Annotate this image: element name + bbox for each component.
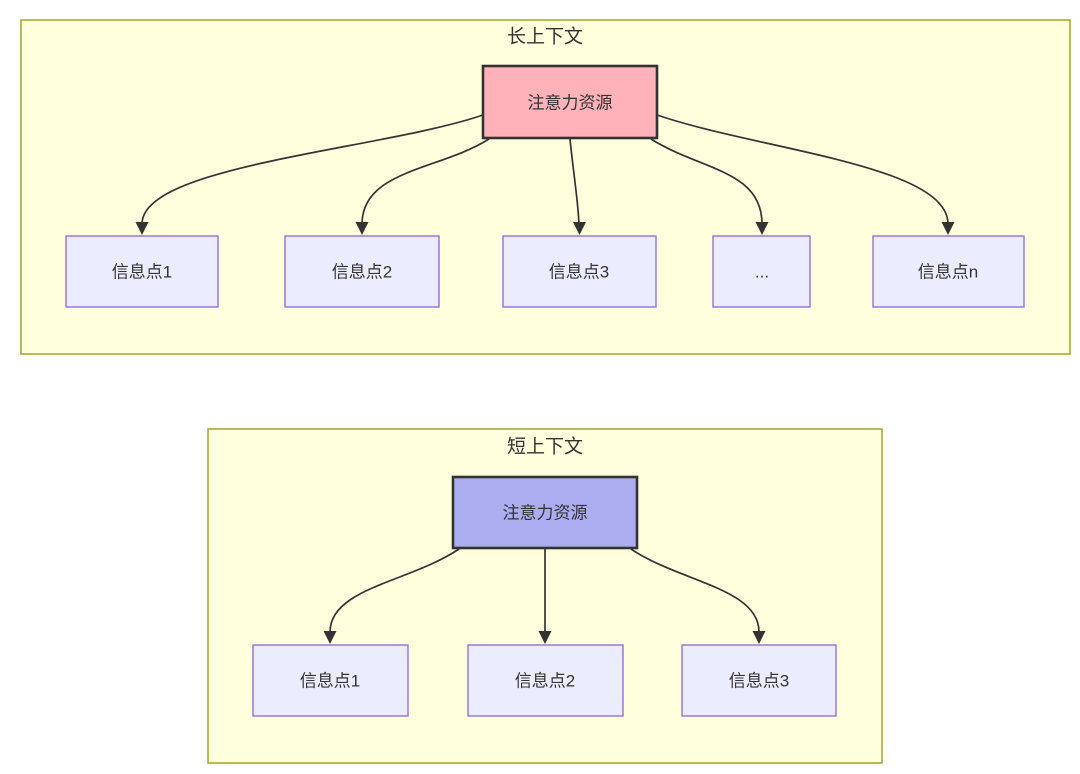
arrow-short-3 [630, 548, 760, 633]
info-node-label: 信息点1 [300, 672, 360, 691]
info-node-box [65, 235, 219, 308]
info-node-long-1: 信息点1 [65, 235, 219, 308]
short-context-title: 短上下文 [507, 436, 583, 458]
arrow-short-1 [329, 548, 460, 633]
info-node-long-n: 信息点n [872, 235, 1025, 308]
arrowhead-icon [355, 222, 369, 235]
info-node-box [467, 644, 624, 717]
info-node-label: 信息点3 [729, 672, 789, 691]
attention-node-short: 注意力资源 [451, 475, 639, 550]
arrowhead-icon [755, 222, 769, 235]
arrowhead-icon [573, 222, 586, 235]
info-node-short-1: 信息点1 [252, 644, 409, 717]
arrowhead-icon [323, 631, 337, 644]
arrow-long-2 [361, 138, 490, 225]
arrow-long-1 [141, 114, 484, 225]
info-node-short-2: 信息点2 [467, 644, 624, 717]
arrow-long-5 [656, 114, 949, 225]
attention-node-short-label: 注意力资源 [503, 504, 588, 523]
attention-node-long-box [481, 64, 659, 140]
info-node-label: ... [755, 263, 769, 282]
info-node-label: 信息点3 [549, 263, 609, 282]
long-context-diagram: 长上下文 注意力资源 信息点1 信息点2 [20, 19, 1071, 355]
short-context-diagram: 短上下文 注意力资源 信息点1 信息点2 信息点3 [207, 428, 883, 764]
info-node-label: 信息点2 [332, 263, 392, 282]
info-node-long-3: 信息点3 [502, 235, 657, 308]
long-context-title: 长上下文 [507, 26, 583, 48]
arrow-long-4 [650, 138, 763, 225]
arrowhead-icon [941, 222, 955, 235]
arrowhead-icon [752, 631, 766, 644]
attention-node-long: 注意力资源 [481, 64, 659, 140]
info-node-label: 信息点2 [515, 672, 575, 691]
attention-node-short-box [451, 475, 639, 550]
long-edges [135, 114, 955, 235]
info-node-label: 信息点n [918, 263, 978, 282]
short-edges [323, 548, 766, 644]
arrowhead-icon [538, 631, 552, 644]
attention-node-long-label: 注意力资源 [528, 94, 613, 113]
info-node-box [284, 235, 440, 308]
info-node-label: 信息点1 [112, 263, 172, 282]
info-node-box [681, 644, 837, 717]
info-node-box [252, 644, 409, 717]
info-node-short-3: 信息点3 [681, 644, 837, 717]
info-node-box [502, 235, 657, 308]
arrow-long-3 [569, 138, 580, 225]
arrowhead-icon [135, 222, 149, 235]
info-node-box [712, 235, 811, 308]
info-node-long-2: 信息点2 [284, 235, 440, 308]
info-node-long-ellipsis: ... [712, 235, 811, 308]
info-node-box [872, 235, 1025, 308]
